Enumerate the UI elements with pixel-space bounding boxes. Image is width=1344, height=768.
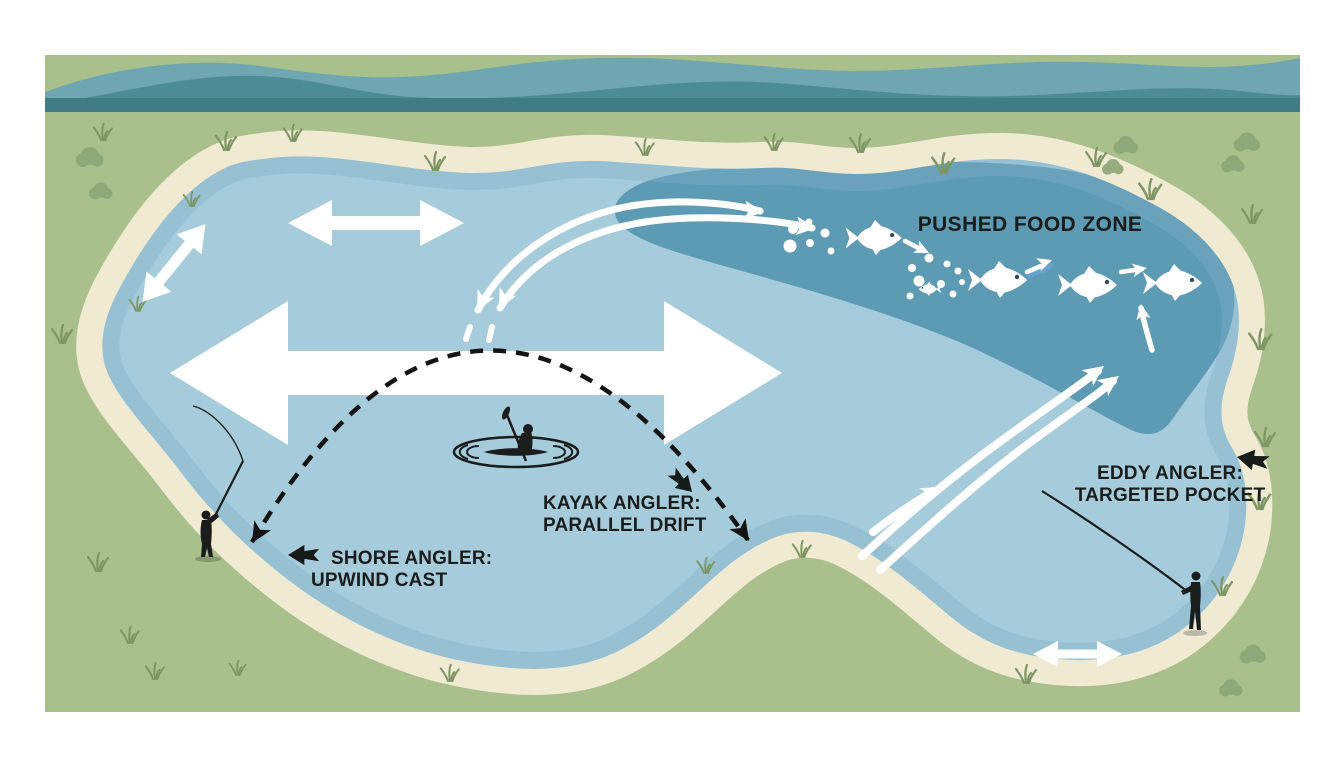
ripple-arc <box>563 444 574 460</box>
current-curve <box>876 377 1117 574</box>
wind-curve-tail-dash <box>486 324 495 343</box>
wind-curve <box>496 214 816 312</box>
wind-double-arrow-diagonal <box>142 224 206 302</box>
hill-dark-strip <box>45 98 1300 112</box>
paddle-shaft <box>505 414 528 462</box>
eddy-angler-label-line1: EDDY ANGLER: <box>1097 463 1243 484</box>
hills-band <box>45 57 1300 112</box>
kayak-angler-label-line1: KAYAK ANGLER: <box>543 493 701 514</box>
ripple-arc <box>552 445 566 459</box>
shore-angler-silhouette <box>192 405 244 562</box>
wind-curved-arrows <box>463 198 816 343</box>
current-curve <box>858 367 1102 560</box>
paddle-blade <box>501 406 511 420</box>
cast-trajectory-dashed-arc <box>243 348 758 549</box>
wind-double-arrow-large <box>170 301 782 445</box>
wind-curve <box>474 198 764 314</box>
kayak-hull <box>484 448 548 456</box>
food-bubbles <box>783 218 965 300</box>
pushed-food-zone-label: PUSHED FOOD ZONE <box>918 213 1143 236</box>
fishing-line <box>192 405 244 462</box>
ripple-arc <box>466 445 480 459</box>
eddy-angler-label-line2: TARGETED POCKET <box>1075 485 1266 506</box>
fishing-rod <box>215 460 244 515</box>
shadow <box>1183 630 1207 636</box>
cast-arc <box>250 348 750 544</box>
shore-angler-label-line1: SHORE ANGLER: <box>331 548 492 569</box>
kayak-angler-silhouette <box>452 406 580 469</box>
shadow <box>195 556 221 562</box>
eddy-angler-silhouette <box>1041 490 1207 636</box>
wind-curve-tail-dash <box>463 324 473 342</box>
pushed-food-zone-water <box>614 161 1235 435</box>
wind-double-arrow-small-top <box>288 200 464 246</box>
ripple-arc <box>458 444 469 460</box>
kayak-angler-label-line2: PARALLEL DRIFT <box>543 515 707 536</box>
fishing-rod <box>1041 490 1189 593</box>
shore-angler-label-line2: UPWIND CAST <box>311 570 447 591</box>
wind-double-arrow-small-bottom <box>1033 641 1122 667</box>
